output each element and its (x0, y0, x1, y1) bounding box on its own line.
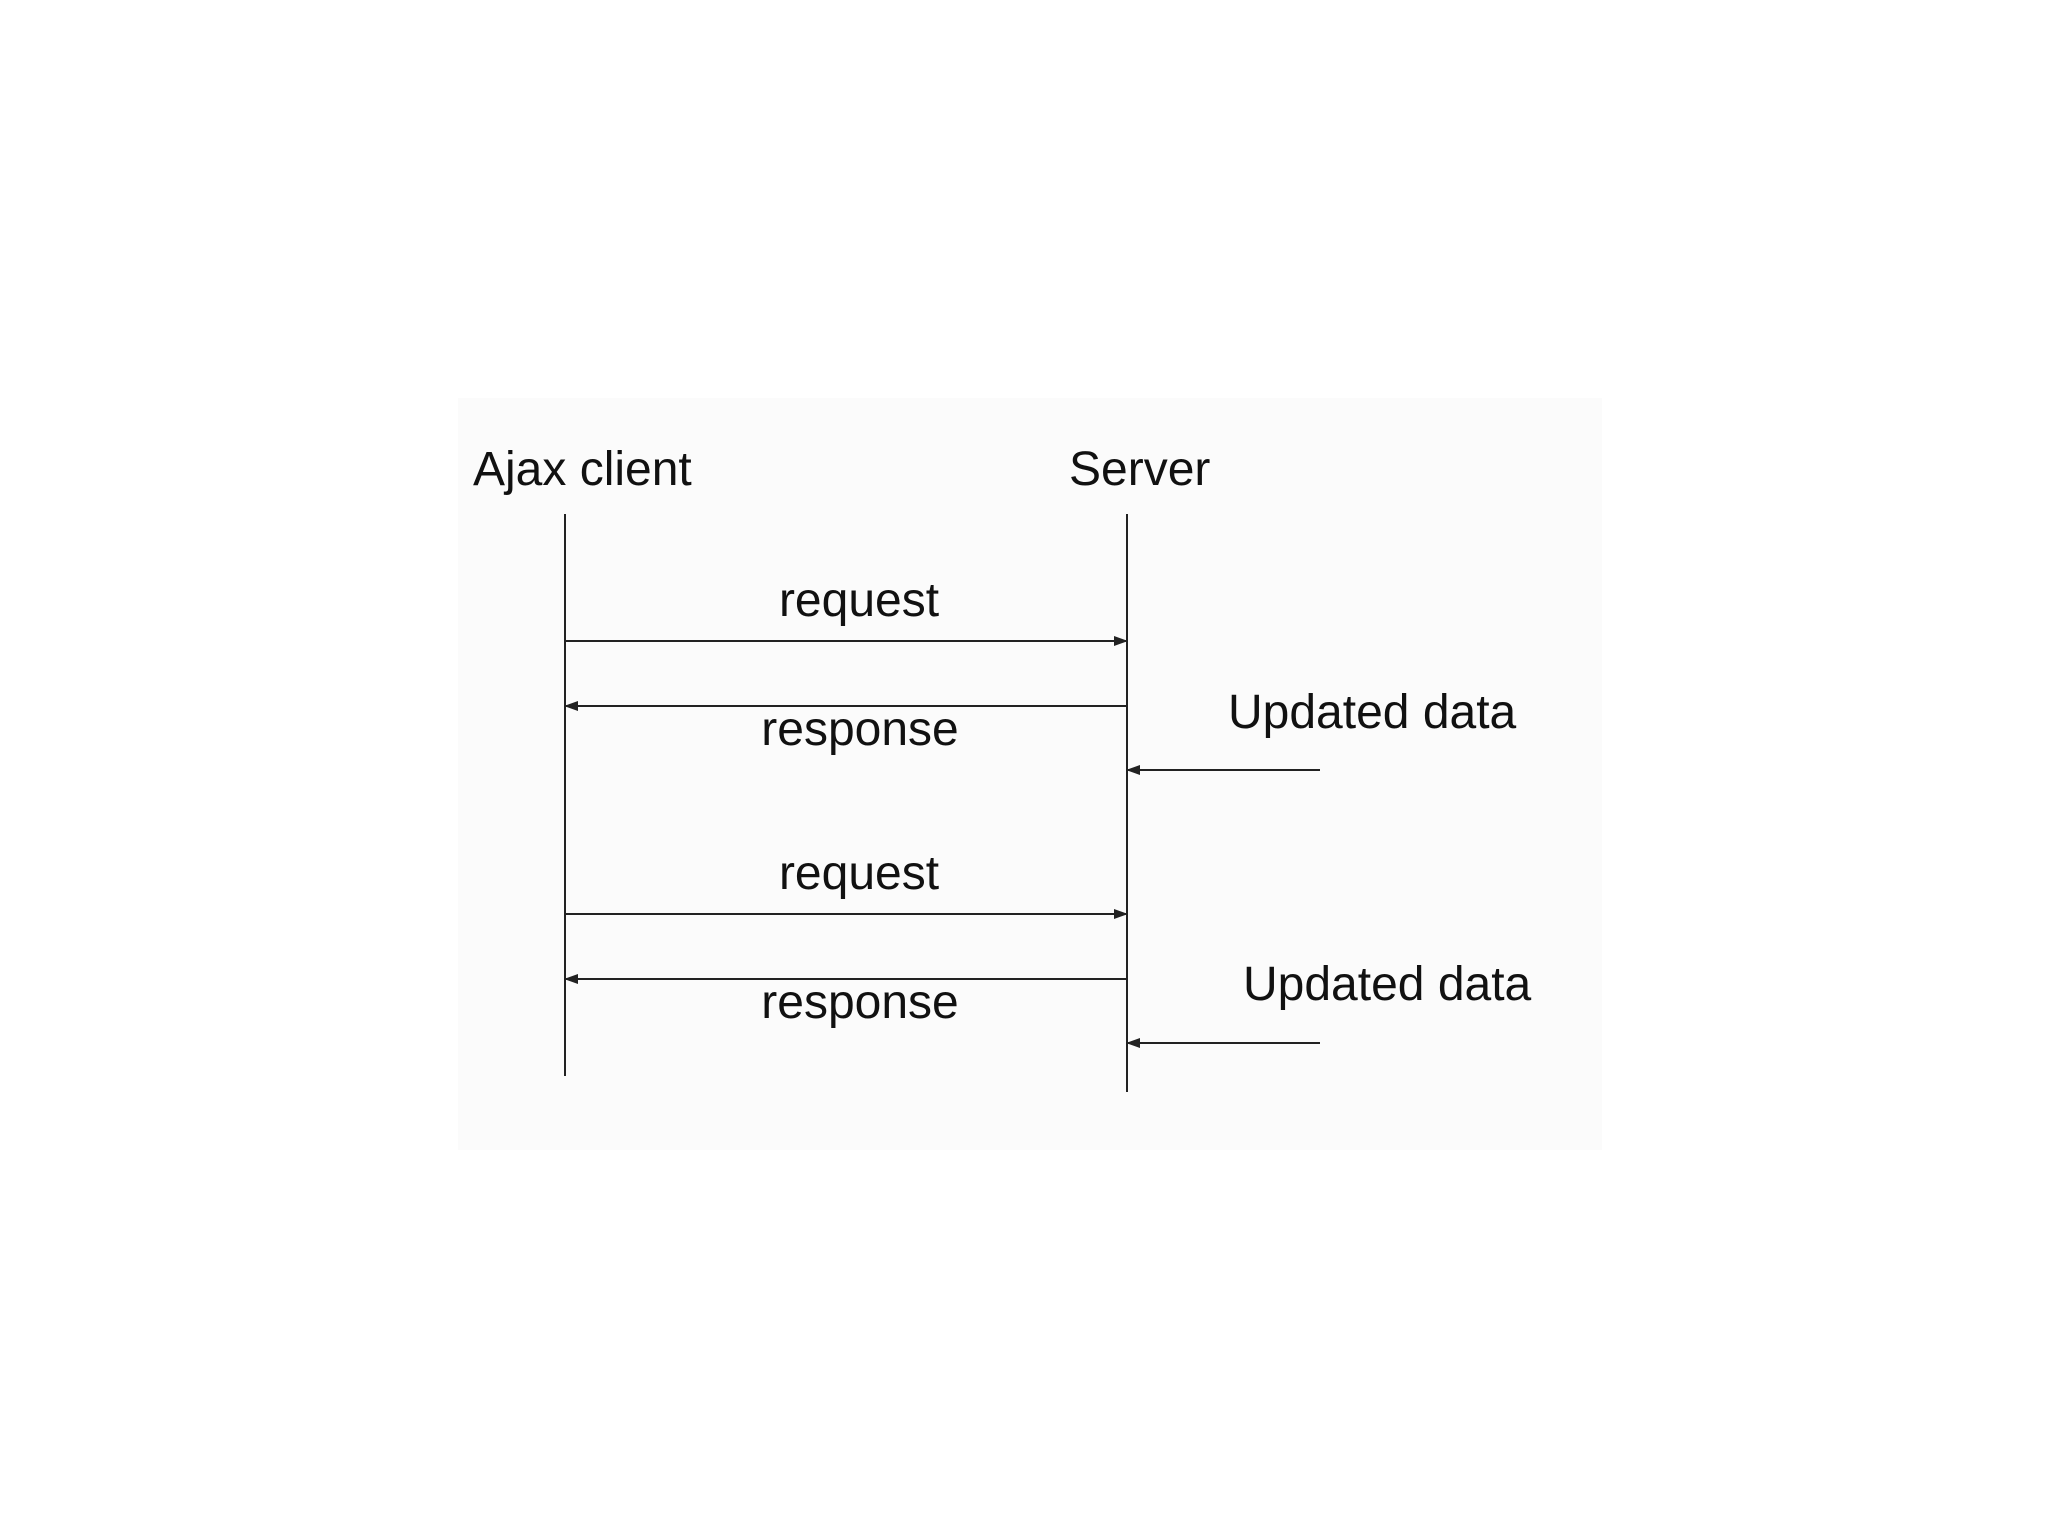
request-label-1: request (779, 574, 939, 627)
response-label-2: response (761, 976, 958, 1029)
client-participant-label: Ajax client (473, 443, 692, 496)
server-participant-label: Server (1069, 443, 1210, 496)
updated-data-label-1: Updated data (1228, 686, 1517, 739)
response-label-1: response (761, 703, 958, 756)
request-label-2: request (779, 847, 939, 900)
diagram-panel (458, 398, 1602, 1150)
updated-data-label-2: Updated data (1243, 958, 1532, 1011)
